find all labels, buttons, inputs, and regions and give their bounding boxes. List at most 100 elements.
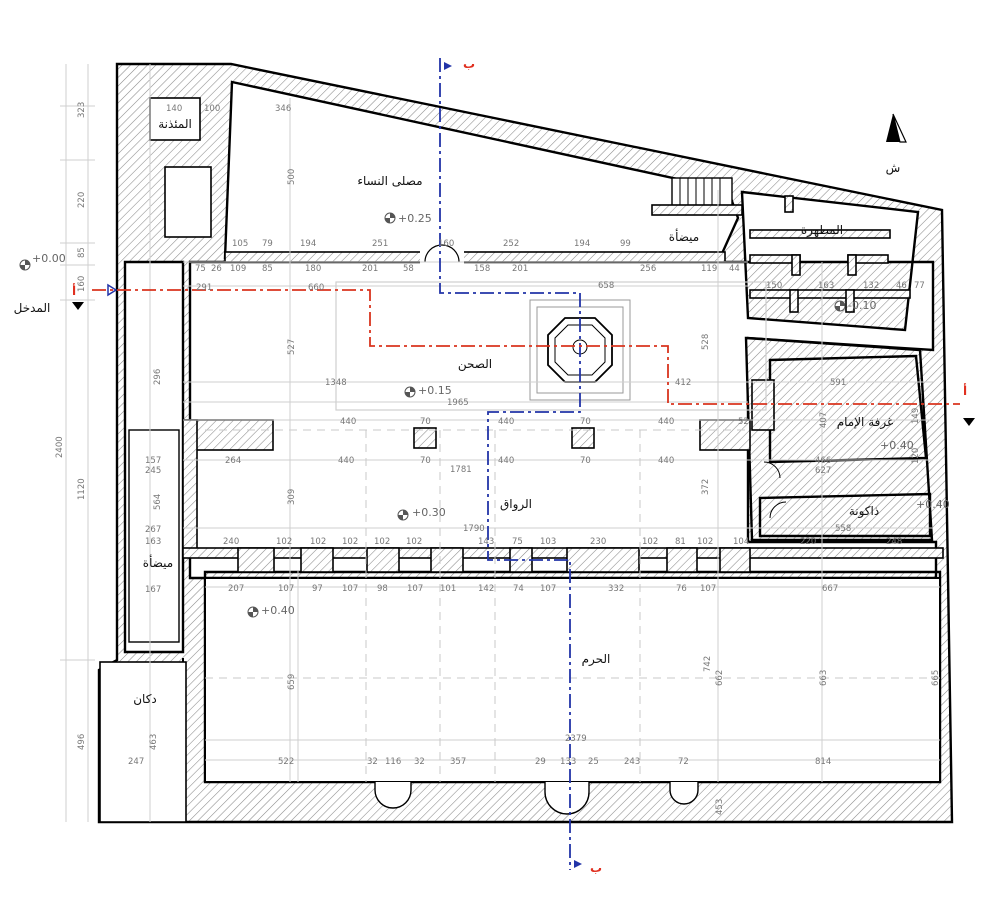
level-women: +0.25 [398,212,432,225]
room-label-shop: دكان [133,692,157,706]
level-niche: +0.40 [916,498,950,511]
room-label-ablution-north: ميضأة [669,228,699,244]
svg-text:107: 107 [700,584,716,594]
svg-text:309: 309 [287,489,297,505]
room-label-niche-room: ذاكونة [849,504,879,519]
svg-text:157: 157 [145,456,161,466]
svg-text:814: 814 [815,757,831,767]
svg-text:102: 102 [310,537,326,547]
section-label-b-bottom: ب [590,861,602,875]
svg-text:440: 440 [340,417,356,427]
svg-text:109: 109 [230,264,246,274]
room-label-entrance: المدخل [14,301,51,315]
svg-text:85: 85 [262,264,273,274]
svg-text:133: 133 [560,757,576,767]
svg-text:107: 107 [407,584,423,594]
svg-text:163: 163 [818,281,834,291]
svg-text:346: 346 [275,104,291,114]
shop-room [99,661,187,823]
svg-text:201: 201 [512,264,528,274]
svg-text:248: 248 [886,537,902,547]
svg-text:105: 105 [232,239,248,249]
svg-text:2379: 2379 [565,734,587,744]
outer-wall-mass [97,62,954,824]
svg-text:97: 97 [312,584,323,594]
svg-text:2400: 2400 [55,436,65,458]
svg-text:140: 140 [166,104,182,114]
dimension-grid [60,64,940,822]
svg-text:52: 52 [738,417,749,427]
svg-text:100: 100 [204,104,220,114]
stair [651,177,743,216]
svg-text:81: 81 [675,537,686,547]
section-label-a-right: أ [963,383,967,398]
svg-text:332: 332 [608,584,624,594]
svg-text:107: 107 [540,584,556,594]
imam-room [744,336,934,542]
svg-text:440: 440 [498,456,514,466]
room-label-imam-room: غرفة الإمام [837,415,894,430]
svg-text:296: 296 [153,369,163,385]
riwaq-piers [182,419,751,551]
svg-text:70: 70 [420,417,431,427]
svg-text:70: 70 [580,456,591,466]
svg-text:564: 564 [153,494,163,510]
haram-hall [204,577,941,783]
svg-text:243: 243 [624,757,640,767]
svg-text:158: 158 [474,264,490,274]
svg-text:220: 220 [800,537,816,547]
svg-text:522: 522 [278,757,294,767]
room-label-ablution-west: ميضأة [143,554,173,570]
svg-text:150: 150 [766,281,782,291]
svg-text:665: 665 [931,670,941,686]
svg-text:160: 160 [77,276,87,292]
level-haram: +0.40 [261,604,295,617]
svg-text:32: 32 [367,757,378,767]
level-courtyard: +0.15 [418,384,452,397]
svg-text:1348: 1348 [325,378,347,388]
svg-text:72: 72 [678,757,689,767]
svg-text:558: 558 [835,524,851,534]
minaret-stair [164,166,212,238]
svg-text:627: 627 [815,466,831,476]
room-label-toilets: المطهرة [801,223,843,238]
svg-text:500: 500 [287,169,297,185]
svg-text:107: 107 [278,584,294,594]
svg-text:323: 323 [77,102,87,118]
svg-text:142: 142 [478,584,494,594]
svg-text:440: 440 [658,417,674,427]
svg-text:440: 440 [658,456,674,466]
svg-text:29: 29 [535,757,546,767]
svg-text:70: 70 [580,417,591,427]
svg-text:201: 201 [362,264,378,274]
svg-text:247: 247 [128,757,144,767]
section-label-b-top: ب [463,57,475,71]
room-label-riwaq: الرواق [500,497,532,512]
svg-text:264: 264 [225,456,241,466]
level-riwaq: +0.30 [412,506,446,519]
svg-text:230: 230 [590,537,606,547]
svg-text:194: 194 [300,239,316,249]
svg-text:453: 453 [715,799,725,815]
svg-text:194: 194 [574,239,590,249]
svg-text:26: 26 [211,264,222,274]
svg-text:25: 25 [588,757,599,767]
svg-text:74: 74 [513,584,524,594]
svg-text:267: 267 [145,525,161,535]
svg-text:440: 440 [498,417,514,427]
svg-text:132: 132 [863,281,879,291]
svg-text:372: 372 [701,479,711,495]
svg-text:102: 102 [374,537,390,547]
svg-text:79: 79 [262,239,273,249]
svg-text:99: 99 [620,239,631,249]
level-markers [19,212,846,618]
women-hall-wall [224,251,726,263]
level-toilets: -0.10 [848,299,876,312]
section-label-a-left: أ [72,283,76,298]
north-arrow [886,113,907,143]
svg-text:119: 119 [701,264,717,274]
svg-text:102: 102 [406,537,422,547]
room-label-women-prayer: مصلى النساء [357,174,422,188]
svg-text:1781: 1781 [450,465,472,475]
